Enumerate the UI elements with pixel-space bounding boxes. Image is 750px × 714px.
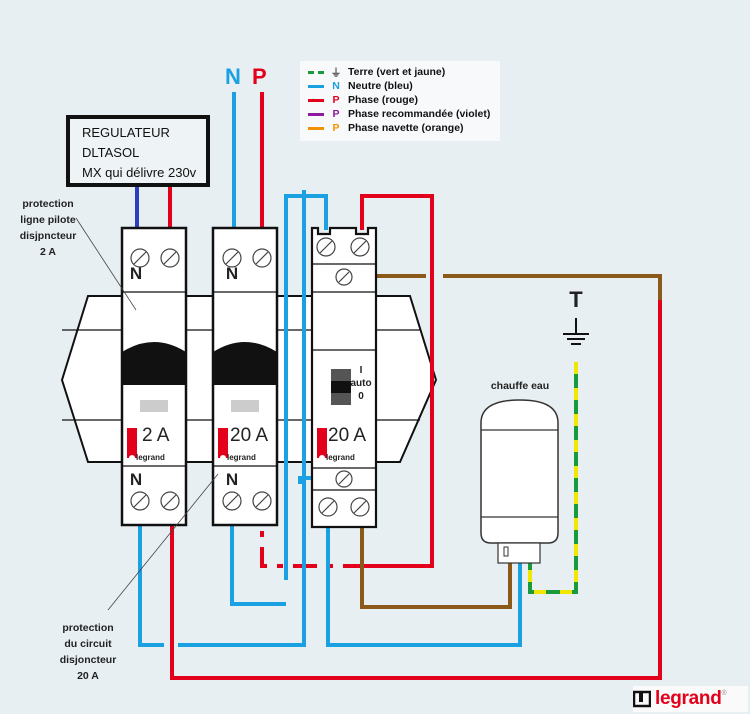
phase-swatch [308, 98, 324, 102]
pilot-annotation-leader [75, 217, 137, 311]
pilot-protection-annotation: protection ligne pilote disjpncteur 2 A [8, 196, 88, 260]
legend-label: Phase navette (orange) [348, 122, 464, 134]
phase-contactor-loop [360, 194, 434, 568]
contactor-rating: 20 A [328, 425, 367, 446]
ground-icon: ⏚ [330, 66, 342, 79]
neutral-loop-2a [138, 525, 164, 647]
breaker-20a[interactable] [211, 226, 279, 527]
legend-item-phase-recommended: P Phase recommandée (violet) [308, 107, 490, 121]
legrand-mark-icon [633, 690, 651, 708]
brown-to-heater [360, 525, 512, 609]
orange-symbol: P [332, 122, 340, 134]
neutral-loop-2a-b [178, 190, 306, 647]
legend-item-earth: ⏚ Terre (vert et jaune) [308, 65, 445, 79]
supply-phase-label: P [252, 64, 267, 89]
legend-label: Phase recommandée (violet) [348, 108, 491, 120]
legend-item-phase-shuttle: P Phase navette (orange) [308, 121, 464, 135]
earth-wire-yellow [528, 362, 578, 594]
violet-symbol: P [332, 108, 340, 120]
switch-position-off: 0 [358, 391, 364, 402]
wires [135, 92, 662, 680]
legrand-logo: legrand ® [633, 686, 748, 712]
phase-dashed [260, 525, 367, 568]
registered-mark: ® [721, 690, 727, 697]
legrand-wordmark: legrand [655, 688, 722, 709]
earth-swatch [308, 70, 324, 74]
breaker-2a-bottom-n-label: N [129, 470, 143, 489]
legend-label: Phase (rouge) [348, 94, 419, 106]
annotation-line: disjpncteur [19, 230, 77, 242]
contactor-switch-labels: I auto 0 [350, 364, 372, 403]
switch-position-on: I [359, 365, 363, 376]
contactor-20a[interactable] [298, 226, 378, 529]
annotation-line: ligne pilote [20, 214, 76, 226]
legend-item-phase: P Phase (rouge) [308, 93, 418, 107]
regulator-line-1: REGULATEUR [82, 125, 170, 140]
regulator-box: REGULATEUR DLTASOL MX qui délivre 230v [66, 115, 210, 187]
circuit-protection-annotation: protection du circuit disjoncteur 20 A [48, 620, 128, 684]
command-wire-2 [443, 274, 662, 300]
violet-swatch [308, 112, 324, 116]
breaker-2a-rating: 2 A [142, 425, 170, 446]
breaker-20a-bottom-n-label: N [225, 470, 239, 489]
phase-symbol: P [332, 94, 340, 106]
earth-symbol [563, 318, 589, 345]
neutral-swatch [308, 84, 324, 88]
legend-label: Neutre (bleu) [348, 80, 413, 92]
breaker-2a-top-n-label: N [129, 264, 143, 283]
contactor-brand: legrand [326, 453, 355, 462]
water-heater [480, 399, 559, 564]
legend-label: Terre (vert et jaune) [348, 66, 446, 78]
breaker-20a-rating: 20 A [230, 425, 269, 446]
earth-terminal-label: T [569, 287, 583, 312]
switch-position-auto: auto [350, 378, 372, 389]
annotation-line: protection [22, 198, 74, 210]
legend-item-neutral: N Neutre (bleu) [308, 79, 413, 93]
neutral-to-heater [326, 525, 522, 647]
annotation-line: 2 A [40, 246, 56, 258]
neutral-symbol: N [332, 80, 340, 92]
orange-swatch [308, 126, 324, 130]
breaker-20a-top-n-label: N [225, 264, 239, 283]
breaker-2a-brand: legrand [136, 453, 165, 462]
circuit-annotation-leader [107, 473, 219, 611]
annotation-line: disjoncteur [59, 654, 117, 666]
annotation-line: du circuit [64, 638, 112, 650]
neutral-loop-20a [230, 525, 286, 606]
annotation-line: 20 A [77, 670, 99, 682]
breaker-2a[interactable] [120, 226, 188, 527]
regulator-line-3: MX qui délivre 230v [82, 165, 197, 180]
supply-neutral-label: N [225, 64, 241, 89]
water-heater-label: chauffe eau [490, 380, 550, 392]
regulator-line-2: DLTASOL [82, 145, 140, 160]
phase-right-return [170, 300, 662, 680]
wire-legend: ⏚ Terre (vert et jaune) N Neutre (bleu) … [300, 61, 500, 141]
breaker-20a-brand: legrand [227, 453, 256, 462]
annotation-line: protection [62, 622, 114, 634]
